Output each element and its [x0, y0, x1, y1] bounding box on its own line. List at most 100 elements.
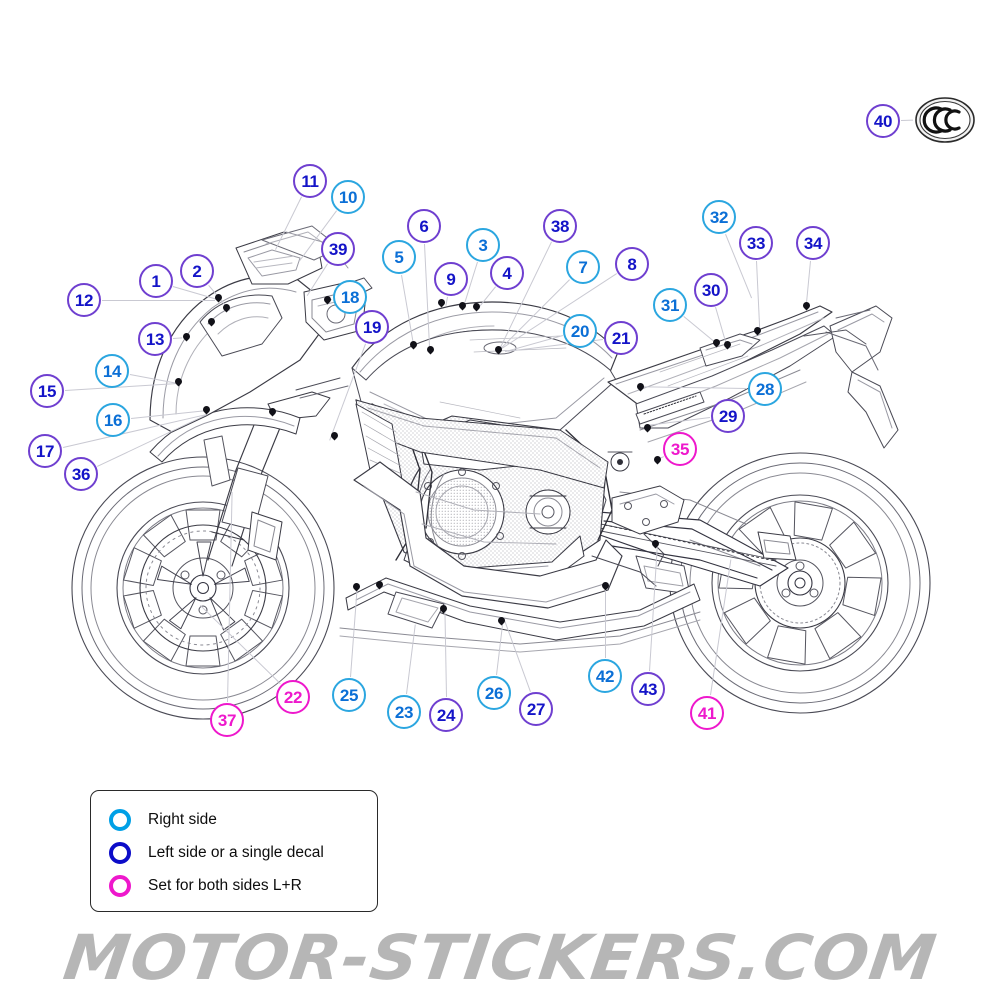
leader-line-17 [62, 413, 207, 448]
legend-label-right: Right side [148, 810, 217, 828]
callout-37[interactable]: 37 [210, 703, 244, 737]
callout-8[interactable]: 8 [615, 247, 649, 281]
leader-line-13 [172, 336, 183, 339]
callout-35[interactable]: 35 [663, 432, 697, 466]
leader-line-31 [683, 316, 716, 344]
leader-line-28 [639, 385, 748, 389]
anchor-dot [652, 454, 662, 464]
leader-line-24 [443, 603, 447, 697]
callout-2[interactable]: 2 [180, 254, 214, 288]
anchor-dot [642, 422, 652, 432]
anchor-dot [408, 339, 418, 349]
anchor-dot [351, 581, 361, 591]
anchor-dot [181, 331, 191, 341]
anchor-dot [600, 580, 610, 590]
anchor-dot [436, 297, 446, 307]
legend-ring-left-icon [109, 841, 131, 864]
callout-15[interactable]: 15 [30, 374, 64, 408]
leader-line-7 [499, 279, 571, 350]
callout-28[interactable]: 28 [748, 372, 782, 406]
callout-22[interactable]: 22 [276, 680, 310, 714]
callout-36[interactable]: 36 [64, 457, 98, 491]
leader-line-34 [805, 260, 812, 306]
ccc-certification-mark [915, 97, 975, 143]
anchor-dot [496, 615, 506, 625]
callout-21[interactable]: 21 [604, 321, 638, 355]
anchor-dot [711, 337, 721, 347]
callout-26[interactable]: 26 [477, 676, 511, 710]
callout-9[interactable]: 9 [434, 262, 468, 296]
callout-29[interactable]: 29 [711, 399, 745, 433]
anchor-dot [201, 404, 211, 414]
callout-25[interactable]: 25 [332, 678, 366, 712]
anchor-dot [213, 292, 223, 302]
legend-item-right: Right side [109, 803, 377, 836]
legend-ring-right-icon [109, 808, 131, 831]
callout-27[interactable]: 27 [519, 692, 553, 726]
callout-30[interactable]: 30 [694, 273, 728, 307]
legend-label-left: Left side or a single decal [148, 843, 324, 861]
anchor-dot [173, 376, 183, 386]
leader-line-25 [350, 587, 358, 678]
callout-13[interactable]: 13 [138, 322, 172, 356]
anchor-dot [438, 603, 448, 613]
callout-19[interactable]: 19 [355, 310, 389, 344]
callout-16[interactable]: 16 [96, 403, 130, 437]
leader-line-33 [755, 260, 760, 329]
leader-line-41 [709, 559, 731, 696]
callout-6[interactable]: 6 [407, 209, 441, 243]
callout-18[interactable]: 18 [333, 280, 367, 314]
leader-line-4 [477, 286, 496, 309]
leader-line-27 [502, 617, 531, 693]
callout-23[interactable]: 23 [387, 695, 421, 729]
callout-43[interactable]: 43 [631, 672, 665, 706]
callout-12[interactable]: 12 [67, 283, 101, 317]
callout-7[interactable]: 7 [566, 250, 600, 284]
anchor-dot [801, 300, 811, 310]
leader-line-6 [423, 243, 430, 350]
legend-label-both: Set for both sides L+R [148, 876, 302, 894]
legend-item-both: Set for both sides L+R [109, 869, 377, 902]
callout-1[interactable]: 1 [139, 264, 173, 298]
anchor-dot [457, 300, 467, 310]
leader-line-43 [649, 545, 658, 672]
watermark-text: MOTOR-STICKERS.COM [59, 920, 941, 994]
legend-ring-both-icon [109, 874, 131, 897]
callout-5[interactable]: 5 [382, 240, 416, 274]
callout-38[interactable]: 38 [543, 209, 577, 243]
leader-line-9 [445, 296, 448, 306]
callout-14[interactable]: 14 [95, 354, 129, 388]
callout-10[interactable]: 10 [331, 180, 365, 214]
callout-11[interactable]: 11 [293, 164, 327, 198]
anchor-dot [329, 430, 339, 440]
callout-42[interactable]: 42 [588, 659, 622, 693]
callout-32[interactable]: 32 [702, 200, 736, 234]
anchor-dot [221, 302, 231, 312]
anchor-dot [722, 339, 732, 349]
leader-line-37 [227, 492, 233, 703]
legend-box: Right side Left side or a single decal S… [90, 790, 378, 912]
callout-24[interactable]: 24 [429, 698, 463, 732]
leader-line-16 [130, 409, 209, 420]
callout-40[interactable]: 40 [866, 104, 900, 138]
callout-41[interactable]: 41 [690, 696, 724, 730]
leader-line-22 [199, 605, 281, 685]
callout-4[interactable]: 4 [490, 256, 524, 290]
callout-20[interactable]: 20 [563, 314, 597, 348]
anchor-dot [635, 381, 645, 391]
callout-34[interactable]: 34 [796, 226, 830, 260]
leader-line-14 [129, 374, 176, 384]
leader-line-23 [406, 625, 416, 695]
leader-line-26 [496, 618, 504, 676]
leader-line-29 [647, 417, 711, 426]
anchor-dot [322, 294, 332, 304]
callout-39[interactable]: 39 [321, 232, 355, 266]
callout-33[interactable]: 33 [739, 226, 773, 260]
callout-31[interactable]: 31 [653, 288, 687, 322]
anchor-dot [650, 538, 660, 548]
callout-17[interactable]: 17 [28, 434, 62, 468]
anchor-dot [374, 579, 384, 589]
callout-3[interactable]: 3 [466, 228, 500, 262]
leader-line-19 [329, 343, 366, 440]
